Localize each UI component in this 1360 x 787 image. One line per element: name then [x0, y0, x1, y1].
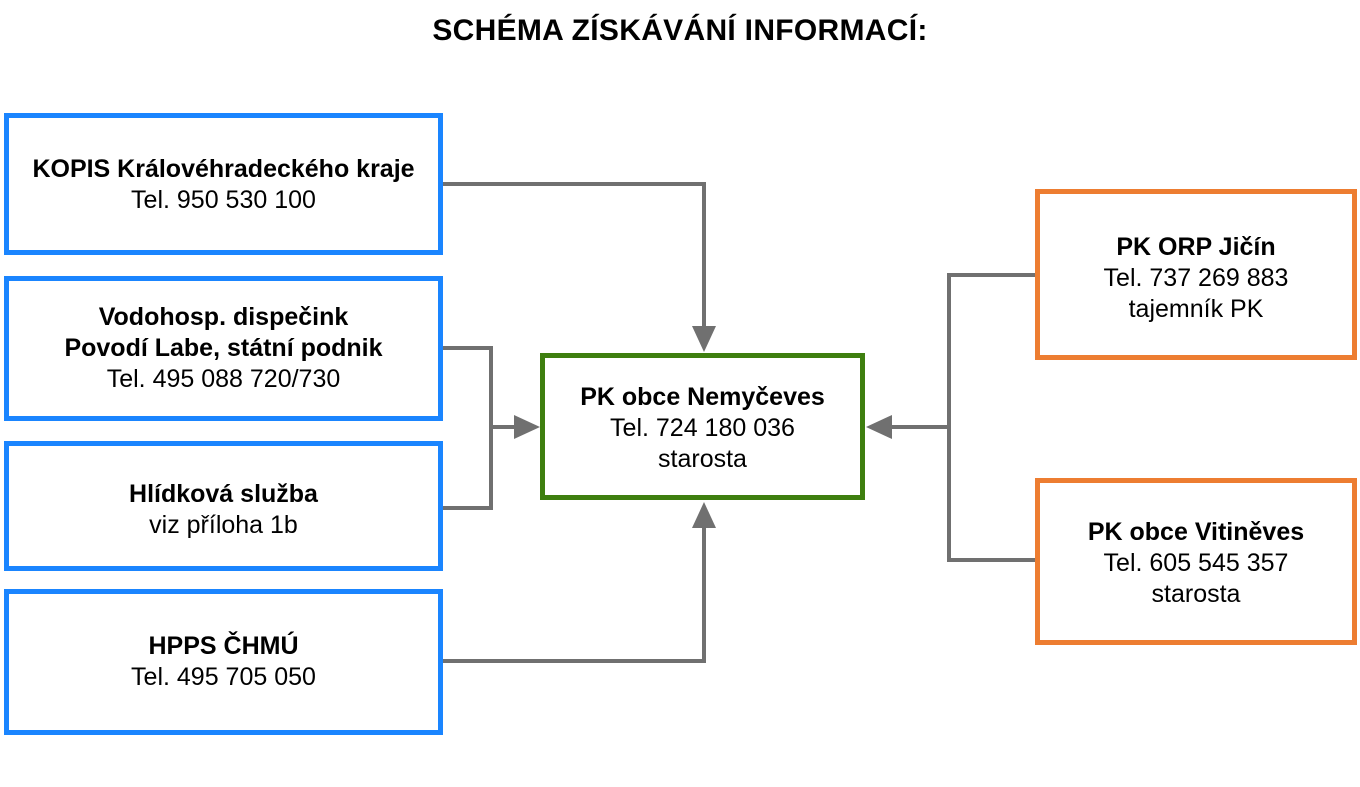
source-box-hpps: HPPS ČHMÚ Tel. 495 705 050: [4, 589, 443, 735]
right-phone: Tel. 605 545 357: [1103, 549, 1289, 577]
source-name: Vodohosp. dispečink: [98, 303, 349, 331]
connector-hpps: [443, 524, 706, 663]
source-name: KOPIS Královéhradeckého kraje: [32, 155, 415, 183]
center-name: PK obce Nemyčeves: [580, 383, 825, 411]
source-phone: Tel. 495 705 050: [131, 663, 316, 691]
right-role: tajemník PK: [1128, 295, 1264, 323]
arrowhead-bottom: [692, 502, 716, 528]
connector-kopis: [443, 182, 706, 330]
source-box-kopis: KOPIS Královéhradeckého kraje Tel. 950 5…: [4, 113, 443, 255]
right-box-orp-jicin: PK ORP Jičín Tel. 737 269 883 tajemník P…: [1035, 189, 1357, 360]
right-phone: Tel. 737 269 883: [1103, 264, 1289, 292]
source-name: HPPS ČHMÚ: [148, 632, 299, 660]
source-name-2: Povodí Labe, státní podnik: [64, 334, 383, 362]
source-box-vodohosp: Vodohosp. dispečink Povodí Labe, státní …: [4, 276, 443, 421]
diagram-title: SCHÉMA ZÍSKÁVÁNÍ INFORMACÍ:: [432, 14, 928, 47]
source-box-hlidkova: Hlídková služba viz příloha 1b: [4, 441, 443, 571]
arrowhead-right: [866, 415, 892, 439]
arrowhead-top: [692, 326, 716, 352]
right-name: PK ORP Jičín: [1116, 233, 1276, 261]
right-box-vitineves: PK obce Vitiněves Tel. 605 545 357 staro…: [1035, 478, 1357, 645]
center-phone: Tel. 724 180 036: [610, 414, 795, 442]
right-role: starosta: [1151, 580, 1241, 608]
source-phone: Tel. 495 088 720/730: [106, 365, 341, 393]
connector-vodohosp: [443, 346, 493, 510]
source-phone: Tel. 950 530 100: [131, 186, 316, 214]
center-box-nemyceves: PK obce Nemyčeves Tel. 724 180 036 staro…: [540, 353, 865, 500]
right-name: PK obce Vitiněves: [1087, 518, 1305, 546]
connector-right: [947, 273, 1035, 562]
source-name: Hlídková služba: [129, 480, 318, 508]
source-note: viz příloha 1b: [149, 511, 298, 539]
arrowhead-left: [514, 415, 540, 439]
center-role: starosta: [658, 445, 747, 473]
